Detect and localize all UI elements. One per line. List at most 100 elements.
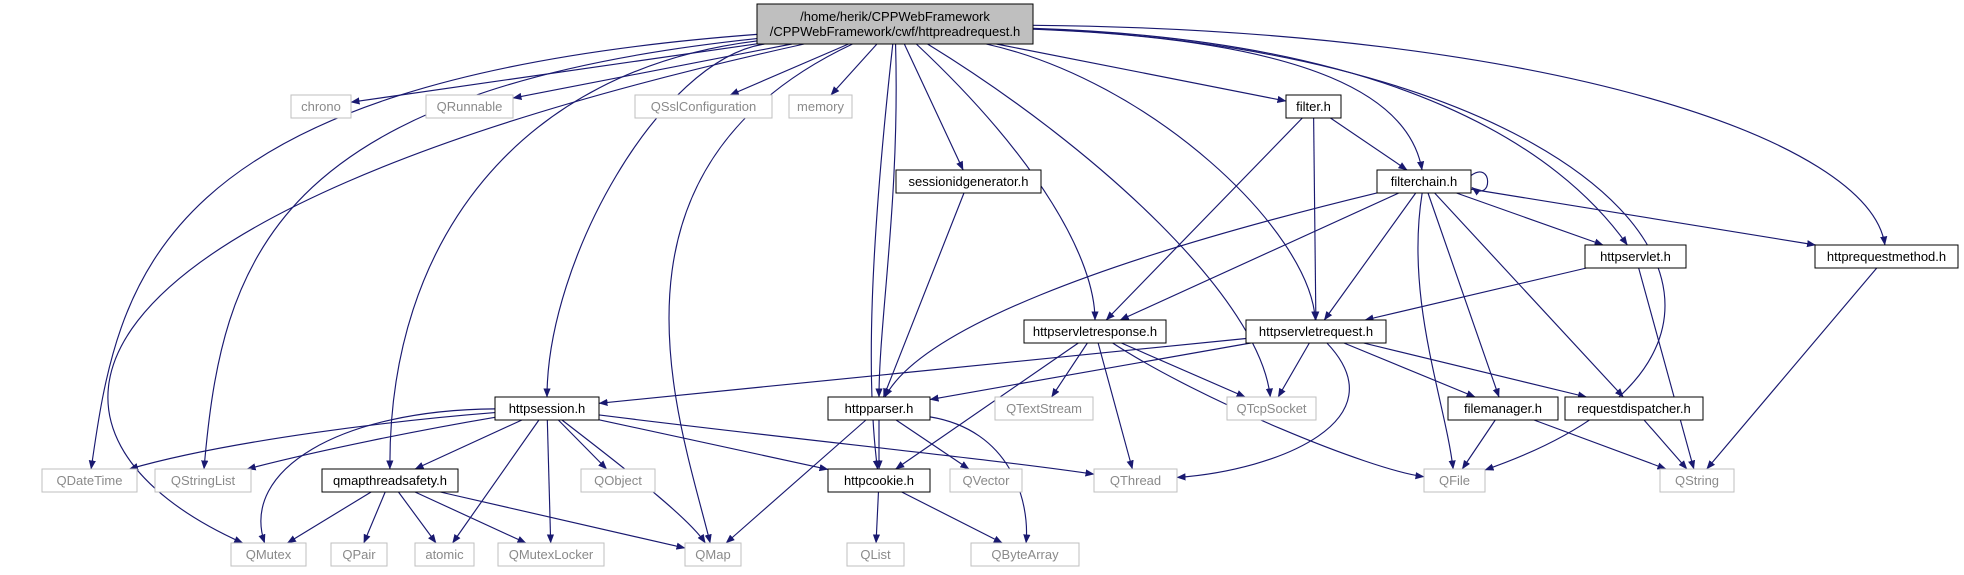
node-label: QString <box>1675 473 1719 488</box>
node-label: QList <box>860 547 891 562</box>
node-box <box>230 542 307 567</box>
node-box <box>494 396 600 421</box>
node-label: httpservlet.h <box>1600 249 1671 264</box>
node-qpair: QPair <box>330 542 388 567</box>
node-httpsession-h[interactable]: httpsession.h <box>494 396 600 421</box>
edge-filter_h-to-httpservletrequest_h <box>1312 117 1320 321</box>
node-qrunnable: QRunnable <box>425 94 514 119</box>
edge-httpreadrequest-to-httpservletrequest_h <box>985 43 1319 321</box>
node-box <box>827 396 931 421</box>
node-httpparser-h[interactable]: httpparser.h <box>827 396 931 421</box>
node-box <box>1285 94 1342 119</box>
node-label: /CPPWebFramework/cwf/httpreadrequest.h <box>770 24 1020 39</box>
edge-filterchain_h-to-requestdispatcher_h <box>1434 192 1624 398</box>
node-box <box>1564 396 1704 421</box>
edge-httpservletrequest_h-to-QTcpSocket <box>1277 342 1310 398</box>
edge-httpsession_h-to-httpcookie_h <box>598 419 829 472</box>
node-qmutexlocker: QMutexLocker <box>497 542 605 567</box>
node-httprequestmethod-h[interactable]: httprequestmethod.h <box>1814 244 1959 269</box>
node-label: /home/herik/CPPWebFramework <box>800 9 990 24</box>
edge-httpsession_h-to-QThread <box>598 414 1095 477</box>
edge-httpreadrequest-to-filterchain_h <box>1032 28 1425 171</box>
edge-requestdispatcher_h-to-QString <box>1643 419 1688 470</box>
node-label: sessionidgenerator.h <box>909 174 1029 189</box>
edge-httpservletresponse_h-to-QTextStream <box>1051 342 1088 398</box>
edge-httpservlet_h-to-QString <box>1638 267 1696 470</box>
edge-httpservletrequest_h-to-httpparser_h <box>929 342 1251 402</box>
node-label: filter.h <box>1296 99 1331 114</box>
edge-httpcookie_h-to-QByteArray <box>901 491 1003 544</box>
edge-filterchain_h-to-filemanager_h <box>1427 192 1500 398</box>
node-httpservletresponse-h[interactable]: httpservletresponse.h <box>1023 319 1167 344</box>
edge-httpcookie_h-to-QList <box>872 491 881 544</box>
node-httpservletrequest-h[interactable]: httpservletrequest.h <box>1245 319 1387 344</box>
edge-httpreadrequest-to-QSslConfiguration <box>729 43 849 96</box>
node-atomic: atomic <box>414 542 475 567</box>
dependency-edges <box>88 24 1888 550</box>
node-qmap: QMap <box>684 542 742 567</box>
edge-httpparser_h-to-QMap <box>725 419 867 544</box>
node-box <box>330 542 388 567</box>
node-qdatetime: QDateTime <box>41 468 138 493</box>
node-sessionidgenerator-h[interactable]: sessionidgenerator.h <box>895 169 1042 194</box>
node-httpreadrequest[interactable]: /home/herik/CPPWebFramework/CPPWebFramew… <box>756 3 1034 45</box>
node-requestdispatcher-h[interactable]: requestdispatcher.h <box>1564 396 1704 421</box>
node-label: httpservletresponse.h <box>1033 324 1157 339</box>
edge-filterchain_h-to-httpservlet_h <box>1456 192 1604 246</box>
node-httpcookie-h[interactable]: httpcookie.h <box>827 468 931 493</box>
edge-httpsession_h-to-qmapthreadsafety_h <box>414 419 523 470</box>
node-box <box>41 468 138 493</box>
node-qobject: QObject <box>580 468 656 493</box>
node-label: qmapthreadsafety.h <box>333 473 447 488</box>
edge-httpservletresponse_h-to-httpcookie_h <box>895 342 1079 470</box>
node-label: QByteArray <box>991 547 1059 562</box>
edge-sessionidgenerator_h-to-httpparser_h <box>882 192 965 398</box>
node-box <box>1423 468 1486 493</box>
node-box <box>949 468 1023 493</box>
edge-httpservletrequest_h-to-QThread <box>1176 342 1350 481</box>
edge-httpreadrequest-to-httprequestmethod_h <box>1032 24 1888 246</box>
edge-httpreadrequest-to-QTcpSocket <box>927 43 1273 398</box>
node-label: QMutex <box>246 547 292 562</box>
node-filter-h[interactable]: filter.h <box>1285 94 1342 119</box>
node-label: memory <box>797 99 844 114</box>
edge-qmapthreadsafety_h-to-QMutexLocker <box>414 491 527 544</box>
edge-httpreadrequest-to-memory <box>830 43 878 96</box>
node-label: QTextStream <box>1006 401 1082 416</box>
node-filemanager-h[interactable]: filemanager.h <box>1447 396 1559 421</box>
node-label: filterchain.h <box>1391 174 1457 189</box>
node-box <box>846 542 905 567</box>
edge-httprequestmethod_h-to-QString <box>1706 267 1878 470</box>
edge-httpreadrequest-to-qmapthreadsafety_h <box>386 40 758 470</box>
edge-httpservletresponse_h-to-QTcpSocket <box>1121 342 1246 398</box>
edge-filterchain_h-to-httpservletresponse_h <box>1119 192 1400 321</box>
edge-httpparser_h-to-QVector <box>895 419 970 470</box>
node-box <box>1584 244 1687 269</box>
node-box <box>827 468 931 493</box>
node-qtcpsocket: QTcpSocket <box>1226 396 1317 421</box>
node-box <box>497 542 605 567</box>
node-label: httpcookie.h <box>844 473 914 488</box>
edge-httpservletrequest_h-to-requestdispatcher_h <box>1363 342 1587 399</box>
node-qvector: QVector <box>949 468 1023 493</box>
edge-httpreadrequest-to-QMap <box>668 43 853 544</box>
node-httpservlet-h[interactable]: httpservlet.h <box>1584 244 1687 269</box>
node-label: filemanager.h <box>1464 401 1542 416</box>
edge-httpreadrequest-to-httpcookie_h <box>870 43 894 470</box>
edge-httpsession_h-to-QDateTime <box>128 411 496 471</box>
edge-httpreadrequest-to-sessionidgenerator_h <box>903 43 964 171</box>
node-qstring: QString <box>1659 468 1735 493</box>
node-label: QStringList <box>171 473 236 488</box>
node-box <box>684 542 742 567</box>
edge-httpsession_h-to-QMutex <box>258 408 496 544</box>
node-box <box>154 468 252 493</box>
edge-httpreadrequest-to-filter_h <box>996 43 1287 103</box>
edge-httpreadrequest-to-QStringList <box>201 38 758 470</box>
node-filterchain-h[interactable]: filterchain.h <box>1376 169 1472 194</box>
node-qmapthreadsafety-h[interactable]: qmapthreadsafety.h <box>321 468 459 493</box>
node-box <box>425 94 514 119</box>
edge-httpreadrequest-to-httpservlet_h <box>1032 27 1628 246</box>
edge-filterchain_h-to-httprequestmethod_h <box>1470 188 1817 248</box>
edge-httpreadrequest-to-QMutex <box>107 43 805 544</box>
node-label: QMutexLocker <box>509 547 594 562</box>
